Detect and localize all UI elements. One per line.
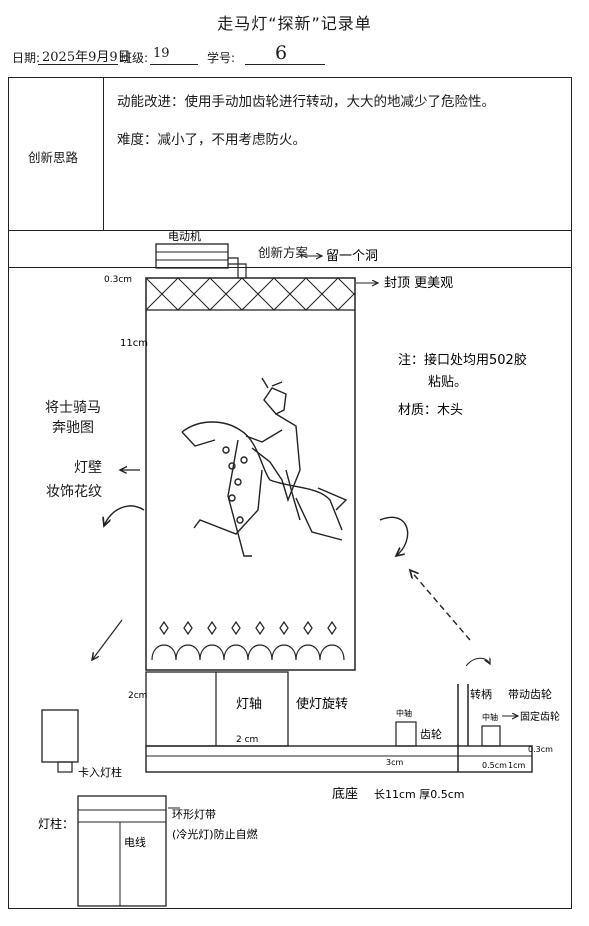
base-thickness: 0.3cm [528, 745, 553, 754]
innovation-line-2: 难度：减小了，不用考虑防火。 [117, 132, 306, 148]
middle-axle-2-label: 中轴 [482, 712, 498, 722]
lamp-post-top [41, 709, 79, 763]
dim-3cm: 3cm [386, 758, 403, 767]
date-label: 日期: [12, 51, 41, 65]
document-title: 走马灯“探新”记录单 [217, 14, 372, 33]
shaft-height: 2cm [128, 691, 147, 701]
wall-label: 灯壁 [74, 460, 102, 476]
student-number-underline [245, 64, 325, 65]
post-label: 灯柱： [38, 816, 74, 831]
date-value: 2025年9月9日 [42, 50, 131, 65]
led-note-2: (冷光灯)防止自燃 [172, 827, 258, 841]
shaft-width: 2 cm [236, 735, 258, 745]
horseman-drawing [181, 377, 348, 557]
base-size: 长11cm 厚0.5cm [374, 788, 465, 801]
picture-title-line-2: 奔驰图 [52, 420, 94, 436]
innovation-label: 创新思路 [28, 150, 79, 165]
rotation-arrow-left [104, 505, 145, 526]
top-note: 封顶 更美观 [384, 276, 453, 291]
student-number-label: 学号: [207, 51, 236, 65]
post-insert-label: 卡入灯柱 [78, 765, 122, 779]
height-label: 11cm [120, 338, 148, 349]
picture-title-line-1: 将士骑马 [45, 400, 101, 416]
post-arrow [92, 619, 123, 660]
hole-note: 留一个洞 [326, 249, 378, 264]
rotation-arrow-right [379, 516, 409, 556]
record-table [8, 77, 572, 909]
dim-1cm: 1cm [508, 761, 525, 770]
lamp-post-body [77, 795, 167, 907]
lantern-wall [145, 277, 356, 671]
base-plate [145, 745, 533, 773]
innovation-line-1: 动能改进：使用手动加齿轮进行转动，大大的地减少了危险性。 [117, 94, 495, 110]
design-label: 创新方案 [258, 245, 309, 260]
material-note: 材质：木头 [398, 403, 463, 418]
student-number-value: 6 [275, 42, 288, 64]
crank-turn-arrow [465, 658, 490, 667]
glue-note-2: 粘贴。 [428, 375, 467, 390]
motor-label: 电动机 [168, 229, 201, 243]
dim-05cm: 0.5cm [482, 761, 507, 770]
label-column-divider [103, 77, 104, 230]
pattern-label: 妆饰花纹 [46, 484, 102, 500]
top-thickness: 0.3cm [104, 275, 132, 285]
led-note-1: 环形灯带 [172, 808, 216, 821]
class-value: 19 [153, 46, 170, 61]
crank-force-arrow [410, 570, 471, 641]
date-underline [38, 64, 118, 65]
row-divider-2 [8, 267, 572, 268]
row-divider-1 [8, 230, 572, 231]
picture-title: 将士骑马 奔驰图 [38, 398, 108, 438]
base-label: 底座 [332, 786, 358, 802]
glue-note-1: 注：接口处均用502胶 [398, 352, 527, 368]
wire-label: 电线 [124, 835, 146, 849]
cap-lattice [145, 277, 356, 311]
shaft-box [145, 671, 289, 747]
crank-label: 转柄 [470, 687, 492, 701]
rotate-label: 使灯旋转 [296, 696, 348, 712]
motor-box [155, 243, 247, 278]
crank-note: 带动齿轮 [508, 687, 552, 701]
gear-label: 齿轮 [420, 727, 442, 741]
fix-gear-label: 固定齿轮 [520, 710, 560, 723]
class-label: 班级: [120, 51, 149, 65]
middle-axle-2 [481, 725, 501, 747]
middle-axle-1 [395, 721, 417, 747]
wall-ornament [151, 620, 345, 661]
middle-axle-1-label: 中轴 [396, 708, 412, 718]
class-underline [150, 64, 198, 65]
shaft-label: 灯轴 [236, 697, 262, 712]
